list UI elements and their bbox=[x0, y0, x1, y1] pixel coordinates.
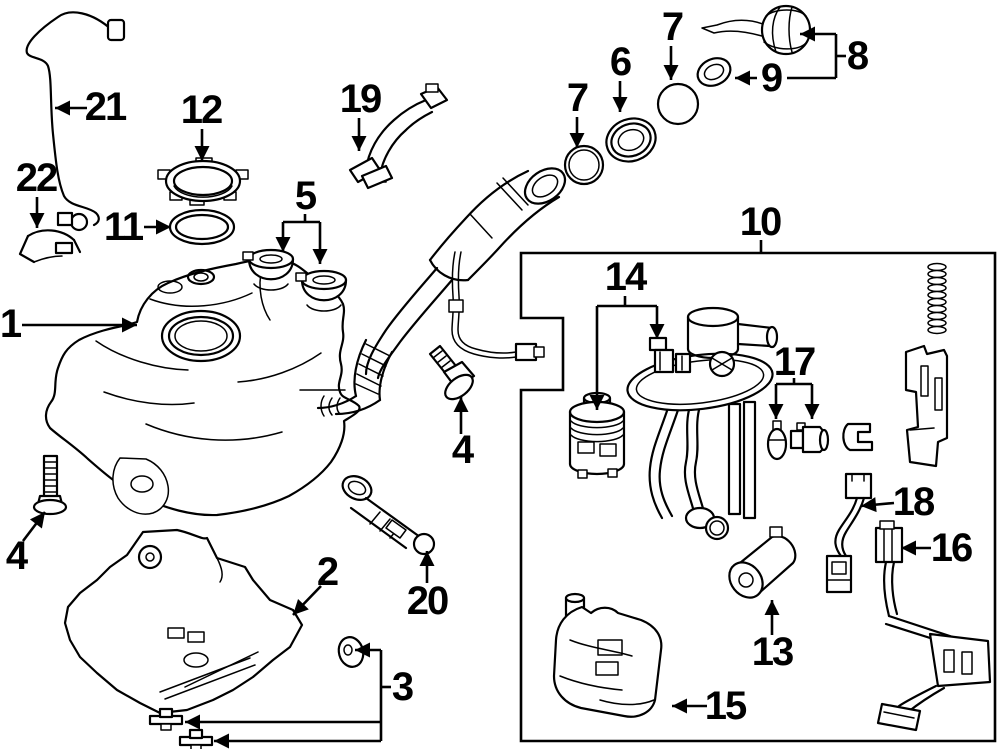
shield-clip-illustration-b bbox=[178, 728, 214, 749]
leader-arrowhead bbox=[293, 598, 309, 615]
mounting-bolt-illustration-b bbox=[428, 344, 476, 401]
detail-box bbox=[519, 251, 997, 743]
mounting-bolt-illustration-a bbox=[32, 454, 68, 516]
leader-arrowhead bbox=[214, 733, 229, 749]
leader-arrowhead bbox=[800, 26, 815, 42]
leader-arrowhead bbox=[185, 714, 200, 730]
leader-arrowhead bbox=[312, 249, 328, 264]
leader-arrowhead bbox=[419, 551, 435, 566]
leader-arrowhead bbox=[804, 404, 820, 419]
filler-pipe-illustration bbox=[316, 167, 567, 417]
fuel-cap-illustration bbox=[701, 4, 812, 56]
leader-arrowhead bbox=[194, 146, 210, 161]
leader-arrowhead bbox=[453, 397, 469, 412]
callout-lines bbox=[21, 26, 931, 749]
leader-arrowhead bbox=[275, 237, 291, 252]
leader-arrowhead bbox=[861, 497, 877, 513]
leader-arrowhead bbox=[122, 317, 137, 333]
leader-arrowhead bbox=[649, 324, 665, 339]
o-ring-illustration-b bbox=[656, 82, 700, 126]
leader-arrowhead bbox=[29, 213, 45, 228]
pump-module-illustration bbox=[626, 306, 779, 541]
level-sender-illustration bbox=[874, 520, 992, 732]
leader-arrowhead bbox=[901, 540, 916, 556]
reservoir-illustration bbox=[552, 592, 663, 718]
clip-illustration bbox=[842, 422, 874, 452]
vent-hose-illustration bbox=[348, 83, 449, 190]
fuel-tank-illustration bbox=[44, 257, 361, 517]
leader-arrowhead bbox=[672, 698, 687, 714]
bracket-illustration bbox=[904, 344, 949, 468]
gasket-illustration bbox=[168, 208, 236, 246]
spring-illustration bbox=[927, 262, 947, 335]
harness-illustration bbox=[825, 472, 873, 594]
leader-arrowhead bbox=[156, 219, 171, 235]
leader-arrowhead bbox=[569, 133, 585, 148]
retainer-ring-illustration bbox=[605, 117, 657, 163]
tube-clamp-illustration bbox=[18, 229, 82, 264]
vapor-tube-illustration bbox=[25, 11, 126, 232]
breather-valve-illustration bbox=[341, 475, 436, 556]
leader-arrowhead bbox=[589, 395, 605, 410]
valve-fitting-illustrations bbox=[766, 420, 830, 461]
cap-gasket-illustration bbox=[696, 57, 732, 87]
leader-arrowhead bbox=[612, 97, 628, 112]
leader-arrowhead bbox=[663, 65, 679, 80]
leader-arrowhead bbox=[735, 70, 750, 86]
leader-arrowhead bbox=[764, 600, 780, 615]
shield-clip-illustration-a bbox=[148, 707, 184, 731]
leader-arrowhead bbox=[768, 404, 784, 419]
leader-arrowhead bbox=[55, 100, 70, 116]
leader-arrowhead bbox=[355, 642, 370, 658]
leader-arrowhead bbox=[351, 136, 367, 151]
leader-arrowhead bbox=[29, 512, 45, 529]
tank-shield-illustration bbox=[63, 528, 304, 715]
fuel-pump-illustration bbox=[728, 526, 797, 599]
rollover-valve-illustrations bbox=[242, 248, 348, 312]
lock-ring-illustration bbox=[157, 157, 249, 206]
o-ring-illustration-a bbox=[563, 144, 605, 186]
